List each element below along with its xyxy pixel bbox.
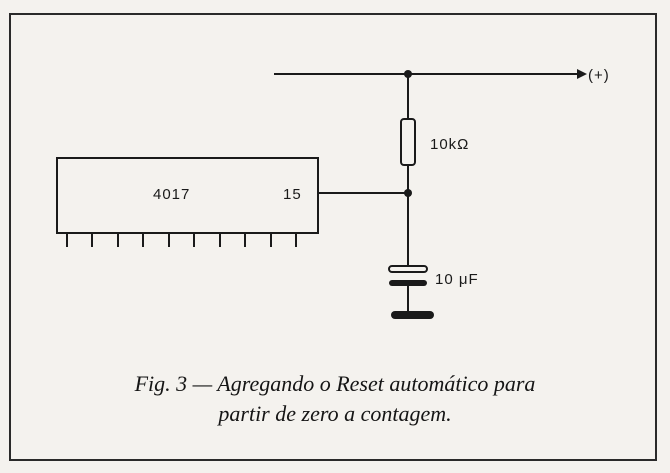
resistor-label: 10kΩ xyxy=(430,136,469,153)
capacitor-label: 10 μF xyxy=(435,271,479,288)
supply-label: (+) xyxy=(588,67,610,84)
caption-line-1: Fig. 3 — Agregando o Reset automático pa… xyxy=(134,371,536,396)
ic-4017-body xyxy=(56,157,319,234)
ic-pins xyxy=(66,233,297,247)
capacitor-plate-positive xyxy=(388,265,428,273)
caption-line-2: partir de zero a contagem. xyxy=(218,401,452,426)
capacitor-plate-negative xyxy=(389,280,427,286)
ground-symbol xyxy=(391,311,434,319)
figure-frame xyxy=(9,13,657,461)
ic-part-label: 4017 xyxy=(153,186,190,203)
ic-pin-label: 15 xyxy=(283,186,302,203)
supply-arrow xyxy=(577,69,587,79)
resistor xyxy=(400,118,416,166)
